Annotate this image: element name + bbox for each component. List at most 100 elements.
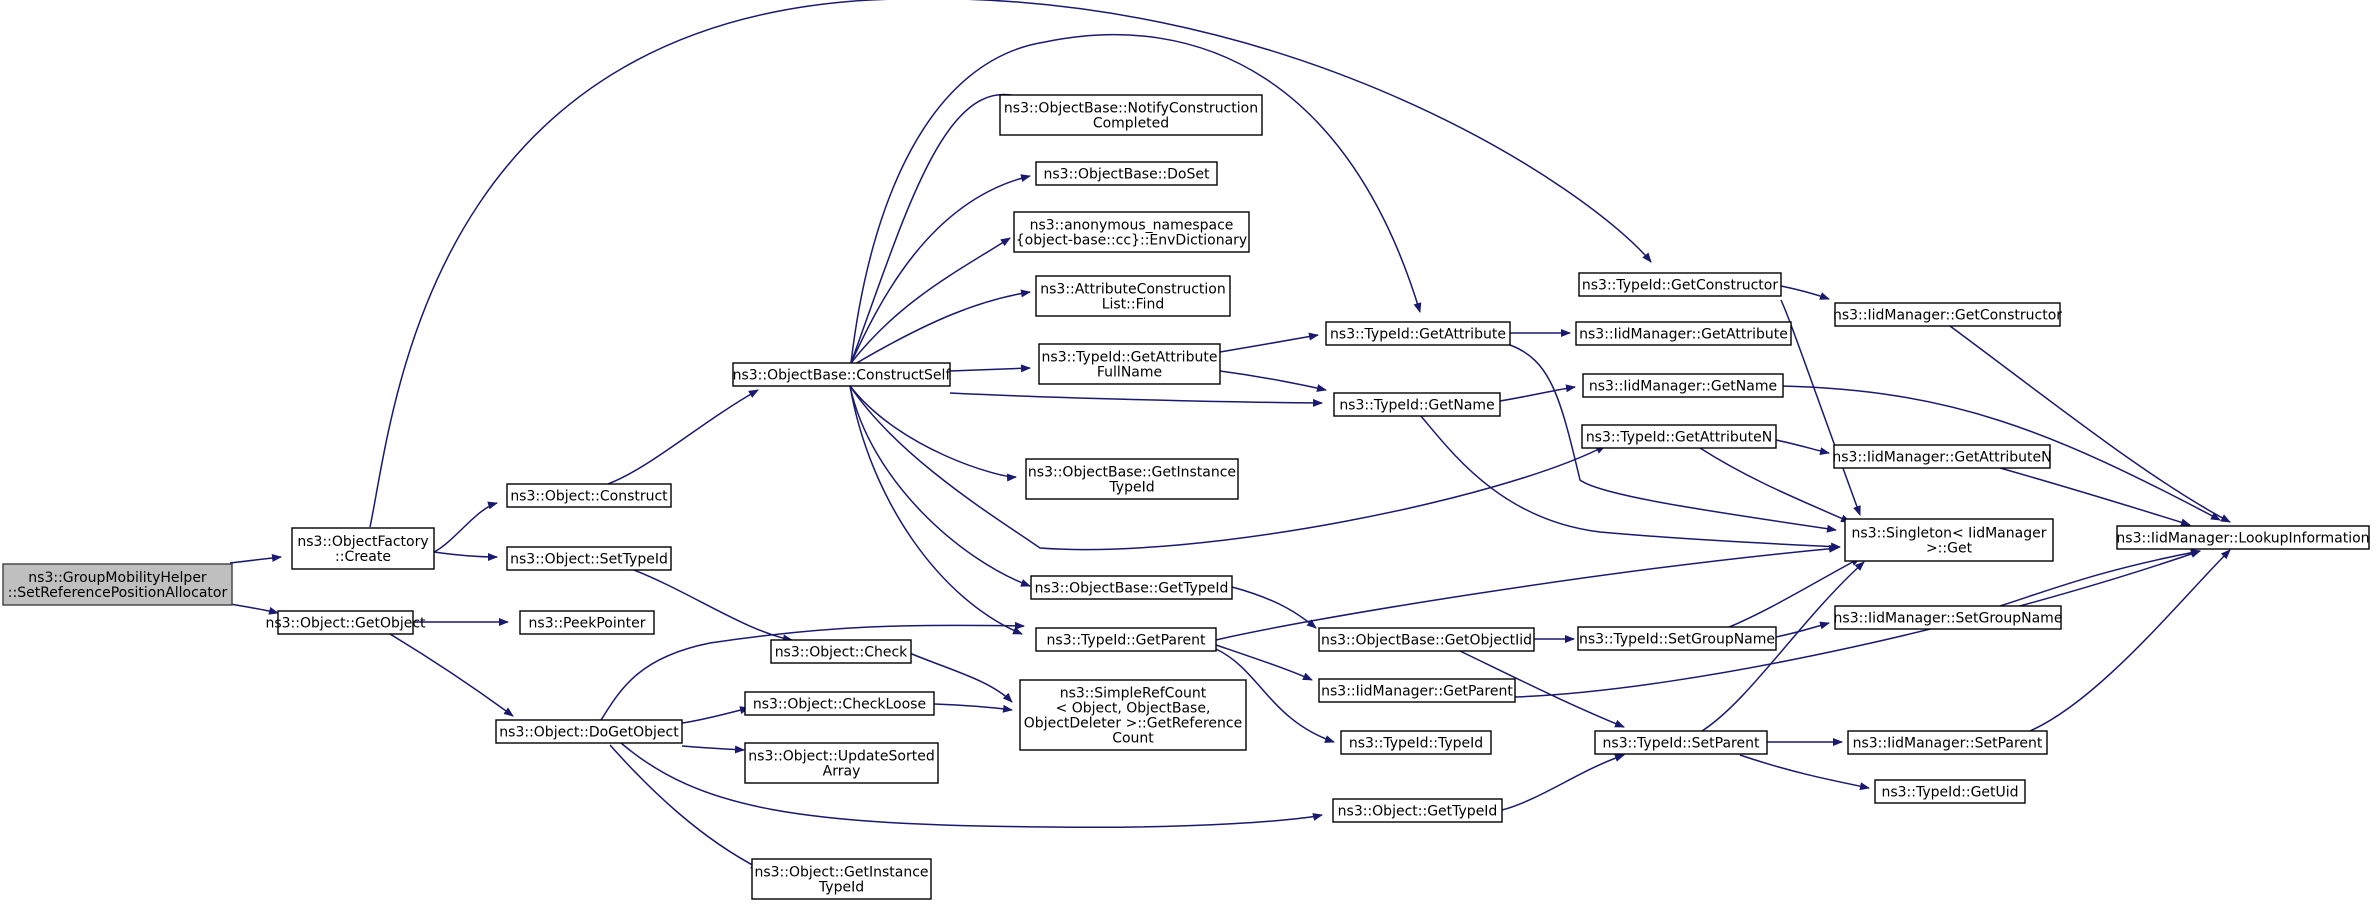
call-edge-7 (389, 633, 514, 717)
node-object-check[interactable]: ns3::Object::Check (770, 639, 912, 664)
node-label: ns3::ObjectBase::NotifyConstruction (1004, 101, 1258, 117)
call-edge-42 (1509, 344, 1837, 533)
call-edge-46 (1701, 561, 1865, 732)
node-objectbase-getobjectiid[interactable]: ns3::ObjectBase::GetObjectIid (1318, 627, 1535, 652)
call-edge-5 (433, 551, 498, 561)
call-edge-33 (1780, 299, 1861, 516)
node-typeid-getattribute[interactable]: ns3::TypeId::GetAttribute (1325, 321, 1511, 346)
node-iidmanager-lookupinformation[interactable]: ns3::IidManager::LookupInformation (2116, 525, 2370, 550)
call-edge-2 (229, 603, 279, 615)
node-typeid-getname[interactable]: ns3::TypeId::GetName (1333, 392, 1501, 417)
node-box (1038, 343, 1221, 385)
call-edge-40 (1459, 650, 1625, 728)
node-label: ns3::Object::SetTypeId (510, 552, 668, 568)
node-box (1030, 575, 1233, 600)
node-iidmanager-getconstructor[interactable]: ns3::IidManager::GetConstructor (1833, 302, 2062, 327)
node-box (1594, 730, 1768, 755)
node-iidmanager-getattribute[interactable]: ns3::IidManager::GetAttribute (1575, 321, 1792, 346)
node-label: TypeId (818, 880, 864, 896)
node-singleton-get[interactable]: ns3::Singleton< IidManager >::Get (1844, 518, 2054, 562)
call-edge-53 (1514, 550, 2201, 698)
node-box (1577, 626, 1777, 651)
call-edge-37 (1215, 644, 1313, 681)
node-box (1340, 730, 1492, 755)
node-label: ns3::TypeId::GetUid (1881, 785, 2018, 801)
node-label: ns3::ObjectBase::GetObjectIid (1321, 633, 1532, 649)
node-object-settypeid[interactable]: ns3::Object::SetTypeId (506, 546, 672, 571)
node-box (1035, 275, 1231, 317)
node-label: ns3::anonymous_namespace (1030, 218, 1234, 234)
node-label: ns3::IidManager::GetName (1589, 379, 1777, 395)
call-edge-47 (1775, 621, 1830, 638)
node-box (1874, 779, 2026, 804)
node-object-checkloose[interactable]: ns3::Object::CheckLoose (744, 691, 935, 716)
node-objectbase-gettypeid[interactable]: ns3::ObjectBase::GetTypeId (1030, 575, 1233, 600)
node-label: < Object, ObjectBase, (1056, 701, 1211, 717)
call-edge-25 (849, 385, 1023, 635)
node-objectbase-doset[interactable]: ns3::ObjectBase::DoSet (1035, 161, 1218, 186)
node-iidmanager-setgroupname[interactable]: ns3::IidManager::SetGroupName (1834, 605, 2063, 630)
node-typeid-getparent[interactable]: ns3::TypeId::GetParent (1035, 627, 1217, 652)
node-iidmanager-getname[interactable]: ns3::IidManager::GetName (1582, 373, 1784, 398)
call-edge-21 (850, 34, 1422, 364)
node-iidmanager-setparent[interactable]: ns3::IidManager::SetParent (1847, 730, 2048, 755)
node-object-construct[interactable]: ns3::Object::Construct (506, 483, 672, 508)
node-box (1035, 627, 1217, 652)
node-box (506, 546, 672, 571)
node-objectbase-notifyconstruction[interactable]: ns3::ObjectBase::NotifyConstructionCompl… (999, 94, 1263, 136)
node-simplerefcount[interactable]: ns3::SimpleRefCount< Object, ObjectBase,… (1019, 679, 1247, 751)
node-label: ns3::ObjectBase::GetInstance (1028, 465, 1236, 481)
node-typeid-getuid[interactable]: ns3::TypeId::GetUid (1874, 779, 2026, 804)
node-label: ns3::TypeId::GetConstructor (1582, 278, 1778, 294)
node-iidmanager-getattributen[interactable]: ns3::IidManager::GetAttributeN (1832, 444, 2052, 469)
node-box (1318, 678, 1516, 703)
node-object-getobject[interactable]: ns3::Object::GetObject (265, 610, 426, 635)
node-label: ns3::IidManager::GetParent (1321, 684, 1513, 700)
node-peekpointer[interactable]: ns3::PeekPointer (519, 610, 655, 635)
node-box (1847, 730, 2048, 755)
node-typeid-getconstructor[interactable]: ns3::TypeId::GetConstructor (1578, 272, 1782, 297)
node-envdictionary[interactable]: ns3::anonymous_namespace{object-base::cc… (1013, 211, 1250, 253)
node-typeid-setparent[interactable]: ns3::TypeId::SetParent (1594, 730, 1768, 755)
node-label: ns3::IidManager::SetParent (1853, 736, 2043, 752)
node-label: ns3::IidManager::LookupInformation (2116, 531, 2369, 547)
node-objectbase-constructself[interactable]: ns3::ObjectBase::ConstructSelf (732, 362, 952, 387)
call-edge-9 (633, 569, 793, 643)
node-box (1013, 211, 1250, 253)
node-object-gettypeid[interactable]: ns3::Object::GetTypeId (1332, 798, 1503, 823)
node-label: TypeId (1108, 480, 1154, 496)
node-box (1578, 272, 1782, 297)
call-edge-29 (1219, 370, 1327, 392)
node-typeid-getattributen[interactable]: ns3::TypeId::GetAttributeN (1581, 424, 1777, 449)
call-edge-28 (1219, 332, 1319, 353)
call-edge-49 (1739, 754, 1870, 791)
node-typeid-setgroupname[interactable]: ns3::TypeId::SetGroupName (1577, 626, 1777, 651)
node-typeid-typeid[interactable]: ns3::TypeId::TypeId (1340, 730, 1492, 755)
node-box (1581, 424, 1777, 449)
call-edge-13 (609, 744, 761, 870)
node-box (2116, 525, 2370, 550)
node-label: FullName (1097, 365, 1162, 381)
node-label: ns3::IidManager::GetAttributeN (1832, 450, 2051, 466)
call-edge-12 (681, 745, 745, 754)
call-edge-26 (906, 651, 1013, 703)
node-box (1844, 518, 2054, 562)
node-label: >::Get (1926, 541, 1973, 557)
call-edge-55 (2029, 549, 2231, 732)
node-label: ::SetReferencePositionAllocator (8, 585, 228, 601)
node-label: ns3::TypeId::TypeId (1349, 736, 1483, 752)
node-object-dogetobject[interactable]: ns3::Object::DoGetObject (495, 719, 683, 744)
node-iidmanager-getparent[interactable]: ns3::IidManager::GetParent (1318, 678, 1516, 703)
node-root[interactable]: ns3::GroupMobilityHelper::SetReferencePo… (2, 563, 233, 606)
call-edge-18 (854, 289, 1031, 365)
call-edge-10 (600, 621, 1025, 721)
node-box (506, 483, 672, 508)
call-edge-3 (369, 0, 1652, 528)
node-label: ObjectDeleter >::GetReference (1024, 716, 1242, 732)
node-objectfactory-create[interactable]: ns3::ObjectFactory::Create (291, 527, 435, 570)
